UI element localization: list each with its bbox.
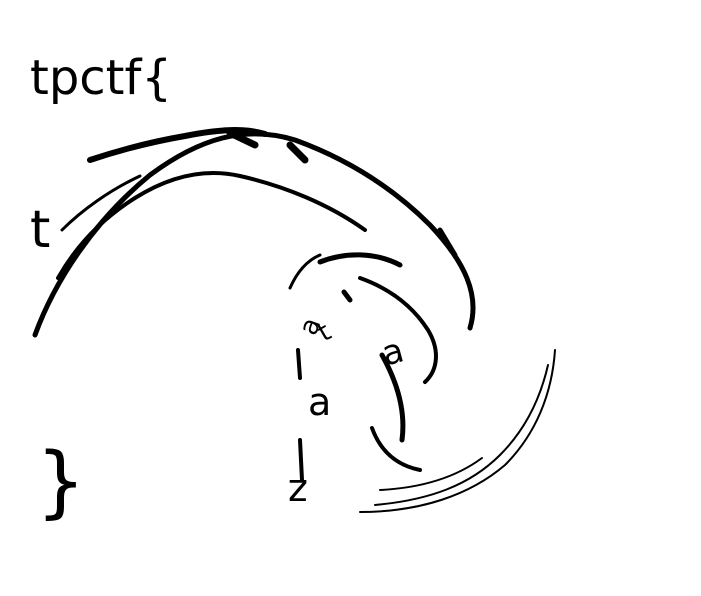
- swirl-stroke-outer-2: [56, 170, 367, 280]
- swirl-stroke-lower-3: [379, 457, 483, 491]
- warped-glyph-a-right: a: [378, 330, 408, 374]
- lone-t-character: t: [30, 200, 51, 260]
- swirl-dash-2: [286, 141, 309, 164]
- swirl-stroke-inner-3: [358, 276, 438, 384]
- swirl-dash-6: [437, 227, 458, 258]
- swirl-dash-4: [298, 438, 304, 482]
- flag-prefix-text: tpctf{: [30, 50, 172, 106]
- swirl-dash-3: [296, 348, 302, 380]
- swirl-stroke-inner-5: [370, 426, 422, 472]
- swirl-stroke-outer-4: [60, 174, 142, 232]
- swirl-stroke-outer-3: [87, 127, 268, 163]
- swirl-dash-5: [341, 289, 353, 303]
- swirl-stroke-inner-1: [317, 252, 403, 268]
- swirl-stroke-lower-2: [374, 364, 549, 506]
- warped-glyph-a-middle: a: [308, 380, 331, 424]
- warped-glyph-z-rotated: z: [288, 471, 308, 515]
- swirl-stroke-inner-4: [379, 352, 406, 443]
- closing-brace: }: [36, 437, 86, 527]
- swirl-stroke-inner-2: [288, 253, 322, 290]
- swirl-dash-1: [226, 129, 259, 149]
- swirl-stroke-lower-1: [359, 349, 556, 513]
